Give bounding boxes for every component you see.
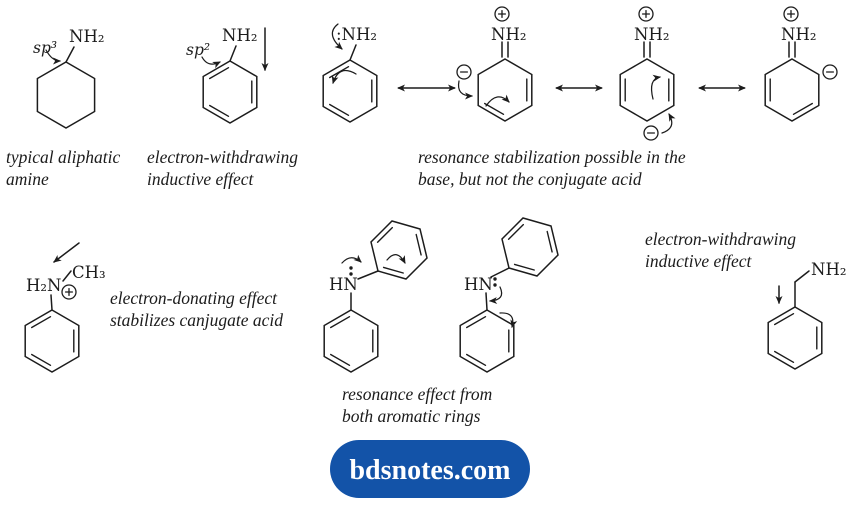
amine-group-label: NH₂ bbox=[69, 27, 104, 46]
resonance-para-structure: NH₂ bbox=[619, 6, 676, 141]
amine-group-label: NH₂ bbox=[222, 26, 257, 45]
amine-group-label: NH₂ bbox=[811, 260, 846, 279]
curved-arrow-icon bbox=[331, 69, 357, 84]
benzene-ring bbox=[24, 309, 80, 373]
bond bbox=[349, 44, 357, 61]
lone-pair-dots bbox=[493, 283, 497, 287]
curved-arrow-icon bbox=[457, 80, 473, 100]
caption-line: resonance stabilization possible in the bbox=[418, 147, 686, 167]
benzene-ring bbox=[459, 309, 515, 373]
plus-charge-icon bbox=[61, 284, 77, 300]
nh-group-label: HN bbox=[329, 275, 358, 294]
caption-line: stabilizes canjugate acid bbox=[110, 310, 283, 330]
curved-arrow-icon bbox=[45, 49, 61, 65]
bond bbox=[65, 46, 75, 63]
bond bbox=[794, 270, 810, 283]
caption-line: resonance effect from bbox=[342, 384, 492, 404]
curved-arrow-icon bbox=[485, 94, 510, 107]
cyclohexylamine-structure: NH₂ sp³ bbox=[33, 27, 104, 129]
bond bbox=[357, 270, 379, 280]
nh-group-label: HN bbox=[464, 275, 493, 294]
plus-charge-icon bbox=[783, 6, 799, 22]
caption-line: electron-donating effect bbox=[110, 288, 278, 308]
bond bbox=[229, 45, 237, 62]
cyclohexadiene-ring bbox=[764, 58, 820, 122]
caption-line: base, but not the conjugate acid bbox=[418, 169, 642, 189]
caption-line: electron-withdrawing bbox=[645, 229, 796, 249]
diphenylamine-left-structure: HN bbox=[323, 220, 428, 373]
caption-line: amine bbox=[6, 169, 49, 189]
resonance-ortho-left-structure: NH₂ bbox=[456, 6, 533, 122]
minus-charge-icon bbox=[643, 125, 659, 141]
lone-pair-dots bbox=[349, 266, 353, 270]
cyclohexadiene-ring bbox=[477, 58, 533, 122]
caption-electron-donating: electron-donating effect stabilizes canj… bbox=[110, 288, 283, 330]
caption-resonance-both-rings: resonance effect from both aromatic ring… bbox=[342, 384, 492, 426]
iminium-group-label: NH₂ bbox=[634, 25, 669, 44]
benzene-ring bbox=[767, 306, 823, 370]
caption-line: electron-withdrawing bbox=[147, 147, 298, 167]
benzene-ring bbox=[370, 220, 428, 280]
badge-pill-background bbox=[330, 440, 530, 498]
curved-arrow-icon bbox=[331, 23, 343, 50]
minus-charge-icon bbox=[456, 64, 472, 80]
benzene-ring bbox=[322, 59, 378, 123]
cyclohexadiene-ring bbox=[619, 58, 675, 122]
caption-line: both aromatic rings bbox=[342, 406, 481, 426]
badge-label[interactable]: bdsnotes.com bbox=[349, 455, 510, 486]
site-badge[interactable]: bdsnotes.com bbox=[330, 440, 530, 498]
curved-arrow-icon bbox=[201, 56, 221, 69]
bond bbox=[62, 270, 72, 282]
plus-charge-icon bbox=[638, 6, 654, 22]
curved-arrow-icon bbox=[386, 254, 406, 264]
lone-pair-amine-label: :NH₂ bbox=[336, 25, 377, 44]
bond bbox=[490, 267, 510, 278]
caption-typical-aliphatic-amine: typical aliphatic amine bbox=[6, 147, 120, 189]
cyclohexane-ring bbox=[36, 61, 96, 129]
diphenylamine-right-structure: HN bbox=[459, 217, 559, 373]
curved-arrow-icon bbox=[499, 312, 518, 328]
methyl-group-label: CH₃ bbox=[72, 263, 106, 282]
plus-charge-icon bbox=[494, 6, 510, 22]
benzylamine-structure: NH₂ bbox=[767, 260, 846, 370]
aniline-structure: NH₂ sp² bbox=[186, 26, 269, 124]
benzene-ring bbox=[202, 60, 258, 124]
caption-inductive-effect-top: electron-withdrawing inductive effect bbox=[147, 147, 298, 189]
caption-resonance-stabilization: resonance stabilization possible in the … bbox=[418, 147, 686, 189]
curved-arrow-icon bbox=[661, 113, 676, 134]
aniline-lone-pair-structure: :NH₂ bbox=[322, 23, 378, 123]
caption-line: inductive effect bbox=[147, 169, 255, 189]
caption-inductive-effect-bottom: electron-withdrawing inductive effect bbox=[645, 229, 796, 271]
iminium-group-label: NH₂ bbox=[781, 25, 816, 44]
caption-line: typical aliphatic bbox=[6, 147, 120, 167]
curved-arrow-icon bbox=[341, 254, 362, 264]
caption-line: inductive effect bbox=[645, 251, 753, 271]
curved-arrow-icon bbox=[650, 74, 661, 100]
ammonium-group-label: H₂N bbox=[26, 276, 61, 295]
iminium-group-label: NH₂ bbox=[491, 25, 526, 44]
lone-pair-dots bbox=[349, 272, 353, 276]
electron-donation-arrow-icon bbox=[53, 242, 80, 263]
sp2-label: sp² bbox=[186, 41, 210, 59]
benzene-ring bbox=[323, 309, 379, 373]
sp3-label: sp³ bbox=[33, 39, 57, 57]
curved-arrow-icon bbox=[489, 286, 503, 305]
resonance-ortho-right-structure: NH₂ bbox=[764, 6, 838, 122]
bond bbox=[485, 292, 488, 311]
lone-pair-dots bbox=[493, 277, 497, 281]
benzene-ring bbox=[501, 217, 559, 277]
methylanilinium-structure: CH₃ H₂N bbox=[24, 242, 106, 373]
bond bbox=[50, 294, 53, 311]
minus-charge-icon bbox=[822, 64, 838, 80]
